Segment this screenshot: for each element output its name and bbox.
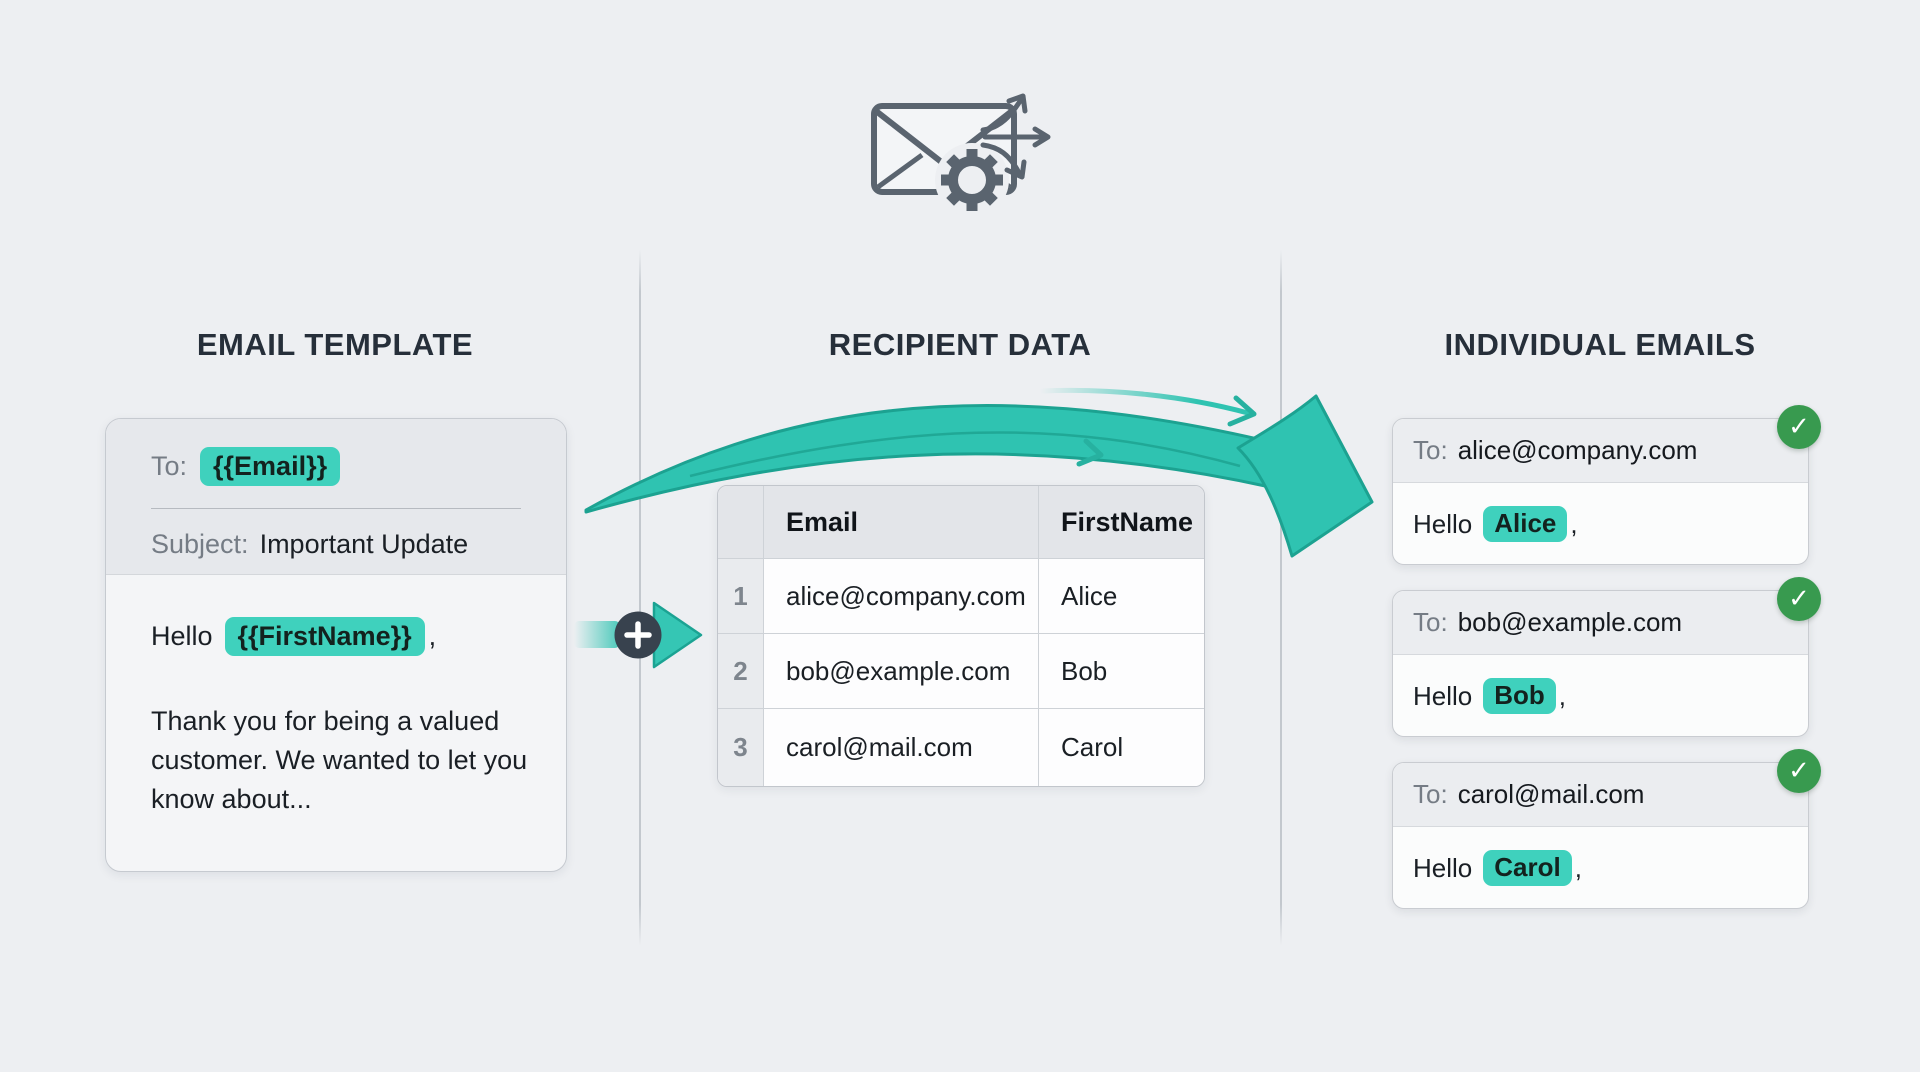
subject-value: Important Update bbox=[259, 529, 469, 559]
check-icon: ✓ bbox=[1788, 584, 1810, 614]
section-divider-left bbox=[639, 250, 641, 946]
section-divider-right bbox=[1280, 250, 1282, 946]
email-card-header: To: carol@mail.com bbox=[1393, 763, 1808, 827]
email-card-bob: ✓ To: bob@example.com Hello Bob , bbox=[1392, 577, 1821, 737]
sent-badge: ✓ bbox=[1777, 577, 1821, 621]
to-label: To: bbox=[1413, 607, 1448, 637]
big-arrow-speed-line bbox=[689, 431, 1241, 478]
row-number: 1 bbox=[718, 559, 764, 634]
column-header-email: Email bbox=[764, 486, 1039, 559]
to-label: To: bbox=[1413, 435, 1448, 465]
cell-email: bob@example.com bbox=[764, 634, 1039, 709]
column-header-firstname: FirstName bbox=[1039, 486, 1204, 559]
cell-firstname: Alice bbox=[1039, 559, 1204, 634]
template-to-line: To: {{Email}} bbox=[151, 447, 341, 487]
firstname-variable-chip: {{FirstName}} bbox=[224, 617, 425, 657]
data-column-heading: RECIPIENT DATA bbox=[828, 327, 1092, 362]
greeting-suffix: , bbox=[428, 621, 437, 652]
motion-arrow-upper bbox=[1039, 387, 1257, 427]
merged-name-chip: Alice bbox=[1483, 506, 1568, 542]
merge-arrowhead bbox=[652, 601, 703, 669]
emails-column-heading: INDIVIDUAL EMAILS bbox=[1444, 327, 1756, 362]
big-arrow-head bbox=[1236, 394, 1374, 558]
email-card-header: To: bob@example.com bbox=[1393, 591, 1808, 655]
mail-merge-icon bbox=[871, 93, 1051, 217]
sent-badge: ✓ bbox=[1777, 749, 1821, 793]
template-body-text: Thank you for being a valued customer. W… bbox=[151, 706, 528, 814]
plus-icon bbox=[624, 621, 652, 649]
to-value: bob@example.com bbox=[1457, 607, 1683, 637]
merged-name-chip: Bob bbox=[1483, 678, 1556, 714]
greeting-prefix: Hello bbox=[151, 621, 213, 652]
row-number: 2 bbox=[718, 634, 764, 709]
email-card-body: Hello Alice , bbox=[1393, 484, 1808, 564]
email-variable-chip: {{Email}} bbox=[200, 447, 341, 487]
motion-band bbox=[574, 621, 620, 648]
greeting-suffix: , bbox=[1558, 680, 1567, 711]
row-number: 3 bbox=[718, 709, 764, 786]
sent-badge: ✓ bbox=[1777, 405, 1821, 449]
cell-firstname: Bob bbox=[1039, 634, 1204, 709]
table-corner-cell bbox=[718, 486, 764, 559]
template-subject-line: Subject: Important Update bbox=[151, 529, 468, 560]
check-icon: ✓ bbox=[1788, 756, 1810, 786]
template-header-divider bbox=[151, 508, 521, 509]
to-value: alice@company.com bbox=[1457, 435, 1698, 465]
greeting-prefix: Hello bbox=[1413, 852, 1473, 883]
merged-name-chip: Carol bbox=[1483, 850, 1572, 886]
template-card-header bbox=[106, 419, 566, 575]
plus-badge bbox=[614, 611, 662, 659]
recipient-data-table: Email FirstName 1 alice@company.com Alic… bbox=[717, 485, 1205, 787]
to-label: To: bbox=[1413, 779, 1448, 809]
template-column-heading: EMAIL TEMPLATE bbox=[196, 327, 474, 362]
fanout-arrows-icon bbox=[980, 93, 1051, 180]
gear-halo bbox=[935, 143, 1009, 217]
email-card-body: Hello Bob , bbox=[1393, 656, 1808, 736]
greeting-suffix: , bbox=[1574, 852, 1582, 883]
cell-firstname: Carol bbox=[1039, 709, 1204, 786]
cell-email: alice@company.com bbox=[764, 559, 1039, 634]
greeting-prefix: Hello bbox=[1413, 508, 1473, 539]
email-card-alice: ✓ To: alice@company.com Hello Alice , bbox=[1392, 405, 1821, 565]
check-icon: ✓ bbox=[1788, 412, 1810, 442]
email-card-carol: ✓ To: carol@mail.com Hello Carol , bbox=[1392, 749, 1821, 909]
email-card-body: Hello Carol , bbox=[1393, 828, 1808, 908]
greeting-suffix: , bbox=[1570, 508, 1578, 539]
cell-email: carol@mail.com bbox=[764, 709, 1039, 786]
subject-label: Subject: bbox=[151, 529, 249, 559]
to-label: To: bbox=[151, 451, 188, 482]
email-card-header: To: alice@company.com bbox=[1393, 419, 1808, 483]
gear-icon bbox=[941, 149, 1003, 211]
to-value: carol@mail.com bbox=[1457, 779, 1645, 809]
template-greeting-line: Hello {{FirstName}} , bbox=[151, 617, 437, 657]
motion-arrow-lower bbox=[987, 438, 1104, 467]
email-template-card: To: {{Email}} Subject: Important Update … bbox=[105, 418, 567, 872]
greeting-prefix: Hello bbox=[1413, 680, 1473, 711]
